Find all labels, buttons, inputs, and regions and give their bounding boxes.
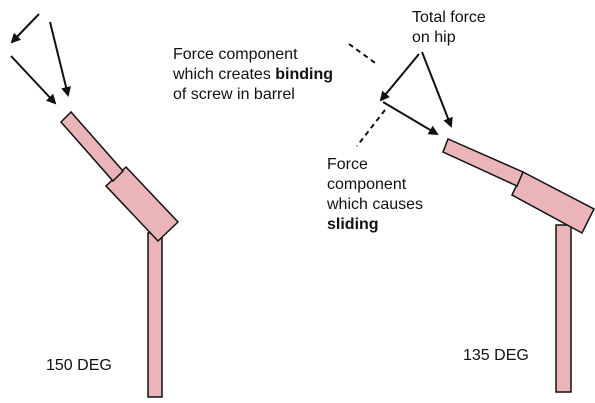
arrow-total-force-150 xyxy=(49,21,71,97)
binding-line-2-pre: which creates xyxy=(173,66,276,83)
total-force-line-2: on hip xyxy=(412,29,456,46)
dashed-line-upper xyxy=(348,43,379,66)
side-plate-135 xyxy=(555,224,572,393)
arrow-top-left-150 xyxy=(10,13,40,44)
arrows-135-deg xyxy=(348,43,453,147)
sliding-line-3: which causes xyxy=(327,196,424,213)
sliding-line-2: component xyxy=(327,176,407,193)
angle-150-label: 150 DEG xyxy=(46,357,112,374)
binding-line-1: Force component xyxy=(173,46,298,63)
lag-screw-135 xyxy=(442,137,524,188)
binding-line-3: of screw in barrel xyxy=(173,86,295,103)
arrow-diagonal-150 xyxy=(10,55,57,105)
implant-150-deg xyxy=(59,110,180,398)
arrows-150-deg xyxy=(10,13,71,105)
total-force-label: Total force on hip xyxy=(412,8,486,48)
barrel-135 xyxy=(511,170,595,235)
arrow-binding-component xyxy=(379,53,420,102)
sliding-label: Force component which causes sliding xyxy=(327,155,423,235)
binding-line-2: which creates binding xyxy=(173,65,333,85)
binding-label: Force component which creates binding of… xyxy=(173,45,333,105)
total-force-line-1: Total force xyxy=(412,9,486,26)
lag-screw-150 xyxy=(59,110,125,183)
sliding-line-1: Force xyxy=(327,156,368,173)
side-plate-150 xyxy=(147,232,163,398)
sliding-emphasis: sliding xyxy=(327,216,379,233)
arrow-total-force-135 xyxy=(421,51,453,128)
angle-135-label: 135 DEG xyxy=(463,347,529,364)
sliding-line-4: sliding xyxy=(327,215,423,235)
arrow-sliding-component xyxy=(382,101,439,136)
dashed-line-lower xyxy=(356,109,386,147)
implant-135-deg xyxy=(442,137,595,393)
binding-emphasis: binding xyxy=(275,66,334,83)
